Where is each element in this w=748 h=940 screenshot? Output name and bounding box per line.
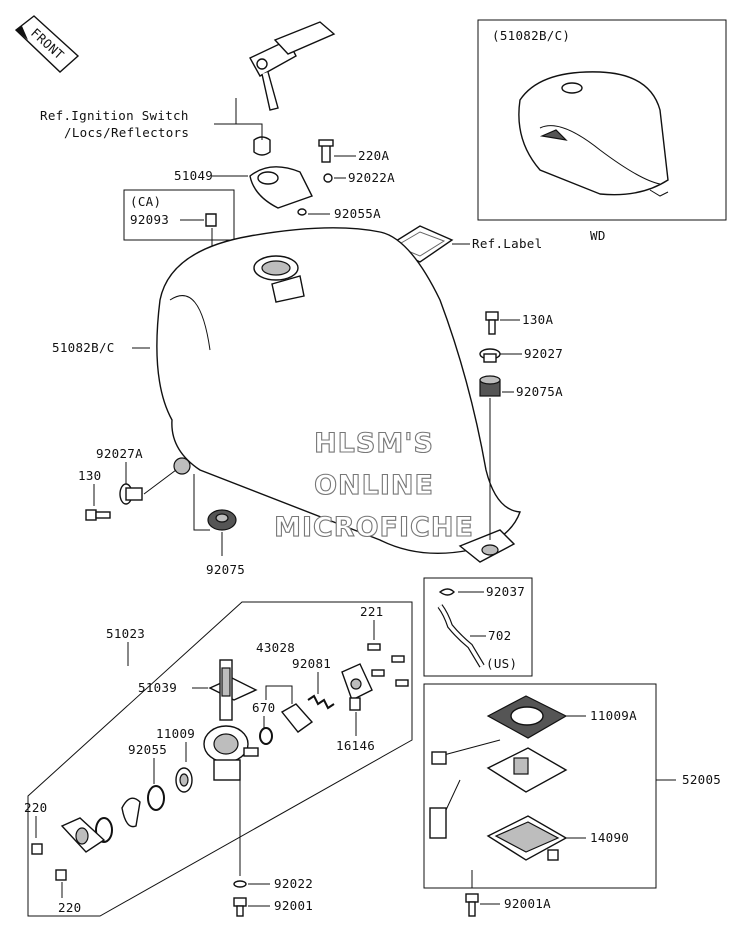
bolt-92001: [233, 897, 247, 917]
bolt-92001A: [465, 893, 479, 917]
collar-92027A: [119, 483, 143, 505]
part-92075: 92075: [206, 562, 245, 577]
gasket-11009: [175, 767, 193, 793]
cover-14090: [486, 815, 568, 861]
part-92027: 92027: [524, 346, 563, 361]
fuel-tank-51082BC: [156, 227, 521, 563]
wd-tank-illustration: [518, 71, 669, 197]
ca-box-title: (CA): [130, 194, 161, 209]
damper-92075: [207, 509, 237, 531]
part-130A: 130A: [522, 312, 553, 327]
wd-inset-title: (51082B/C): [492, 28, 570, 43]
part-92037: 92037: [486, 584, 525, 599]
ca-box: [123, 189, 235, 241]
washer-92022A: [323, 173, 333, 183]
part-130: 130: [78, 468, 101, 483]
cover-plate: [60, 817, 106, 853]
front-arrow: FRONT: [14, 15, 80, 73]
bolt-220A: [318, 139, 334, 163]
lever-plate-43028: [280, 703, 314, 733]
part-670: 670: [252, 700, 275, 715]
ignition-ref-line1: Ref.Ignition Switch: [40, 108, 189, 123]
fuel-gauge-panel: [423, 683, 657, 889]
part-92022A: 92022A: [348, 170, 395, 185]
part-220A: 220A: [358, 148, 389, 163]
part-220-bottom: 220: [58, 900, 81, 915]
oring-92055: [147, 785, 165, 811]
gasket-51039: [208, 677, 258, 701]
part-92081: 92081: [292, 656, 331, 671]
wd-inset-box: [477, 19, 727, 221]
part-16146: 16146: [336, 738, 375, 753]
fuel-cock-panel: [27, 601, 413, 917]
part-11009: 11009: [156, 726, 195, 741]
watermark-line1: HLSM'S: [314, 428, 434, 459]
part-92055A: 92055A: [334, 206, 381, 221]
part-52005: 52005: [682, 772, 721, 787]
part-92001: 92001: [274, 898, 313, 913]
part-11009A: 11009A: [590, 708, 637, 723]
part-43028: 43028: [256, 640, 295, 655]
screw-220-bottom: [55, 869, 67, 881]
washer-92022: [233, 880, 247, 888]
lock-base-51049: [249, 166, 313, 209]
part-51039: 51039: [138, 680, 177, 695]
fuel-cock-body: [203, 659, 259, 781]
fuel-sender-unit: [429, 739, 568, 839]
plate-16146: [341, 663, 373, 711]
oring-670: [259, 727, 273, 745]
part-92075A: 92075A: [516, 384, 563, 399]
gasket-11009A: [486, 695, 568, 739]
watermark-line3: MICROFICHE: [274, 512, 474, 543]
part-14090: 14090: [590, 830, 629, 845]
part-92001A: 92001A: [504, 896, 551, 911]
us-box: [423, 577, 533, 677]
part-92022: 92022: [274, 876, 313, 891]
oring-92055A: [297, 208, 307, 216]
bolt-130A: [485, 311, 499, 335]
hose-702: [437, 604, 485, 668]
screw-220-top: [31, 843, 43, 855]
part-92093: 92093: [130, 212, 169, 227]
ignition-ref-line2: /Locs/Reflectors: [64, 125, 189, 140]
part-51082BC: 51082B/C: [52, 340, 115, 355]
part-221: 221: [360, 604, 383, 619]
part-702: 702: [488, 628, 511, 643]
watermark-line2: ONLINE: [314, 470, 434, 501]
damper-92075A: [479, 375, 501, 397]
part-92027A: 92027A: [96, 446, 143, 461]
screws-221: [367, 643, 409, 687]
part-51049: 51049: [174, 168, 213, 183]
wd-variant-label: WD: [590, 228, 606, 243]
part-51023: 51023: [106, 626, 145, 641]
bolt-130: [85, 509, 111, 521]
ref-label-text: Ref.Label: [472, 236, 542, 251]
ignition-key-illustration: [249, 21, 336, 156]
us-box-label: (US): [486, 656, 517, 671]
part-220-top: 220: [24, 800, 47, 815]
spring-92081: [307, 694, 335, 710]
filter-screen: [95, 797, 141, 843]
part-92055: 92055: [128, 742, 167, 757]
clamp-92037: [438, 588, 455, 596]
fitting-92093: [205, 213, 217, 227]
